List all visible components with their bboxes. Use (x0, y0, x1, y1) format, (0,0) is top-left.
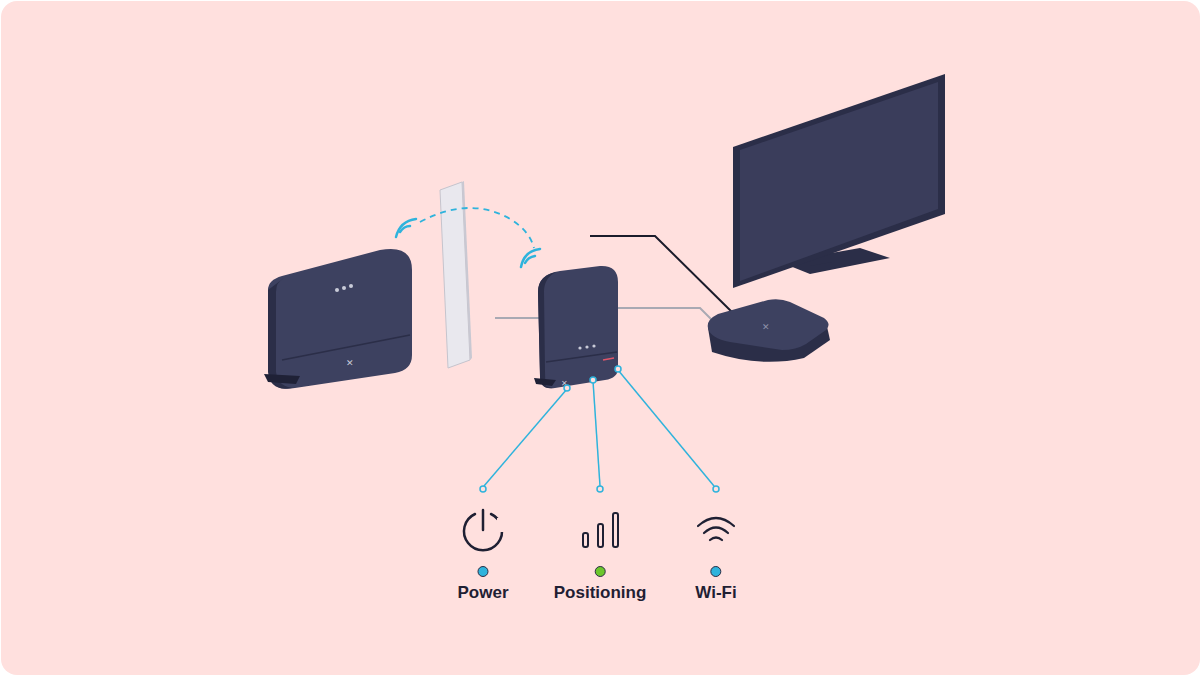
set-top-box: ✕ (708, 299, 830, 362)
legend-item: Power (457, 566, 508, 603)
svg-text:✕: ✕ (762, 322, 770, 332)
router: ✕ (264, 249, 412, 389)
indicator-label: Positioning (554, 583, 647, 603)
legend-item: Positioning (554, 566, 647, 603)
power-icon (464, 510, 502, 550)
status-dot (478, 566, 489, 577)
television (733, 74, 945, 288)
signal-path (420, 208, 534, 248)
status-dot (710, 566, 721, 577)
leader-end (480, 366, 719, 492)
cable (495, 317, 540, 319)
cable (617, 308, 712, 320)
leader-line (484, 370, 714, 486)
legend-item: Wi-Fi (695, 566, 736, 603)
extender: ✕ (534, 266, 618, 388)
power-icon-gap (497, 518, 507, 532)
indicator-label: Power (457, 583, 508, 603)
wifi-icon (698, 518, 734, 540)
wifi-signal (396, 219, 540, 267)
status-dot (594, 566, 605, 577)
svg-text:✕: ✕ (346, 358, 354, 368)
indicator-label: Wi-Fi (695, 583, 736, 603)
signal-bars-icon (583, 513, 618, 547)
